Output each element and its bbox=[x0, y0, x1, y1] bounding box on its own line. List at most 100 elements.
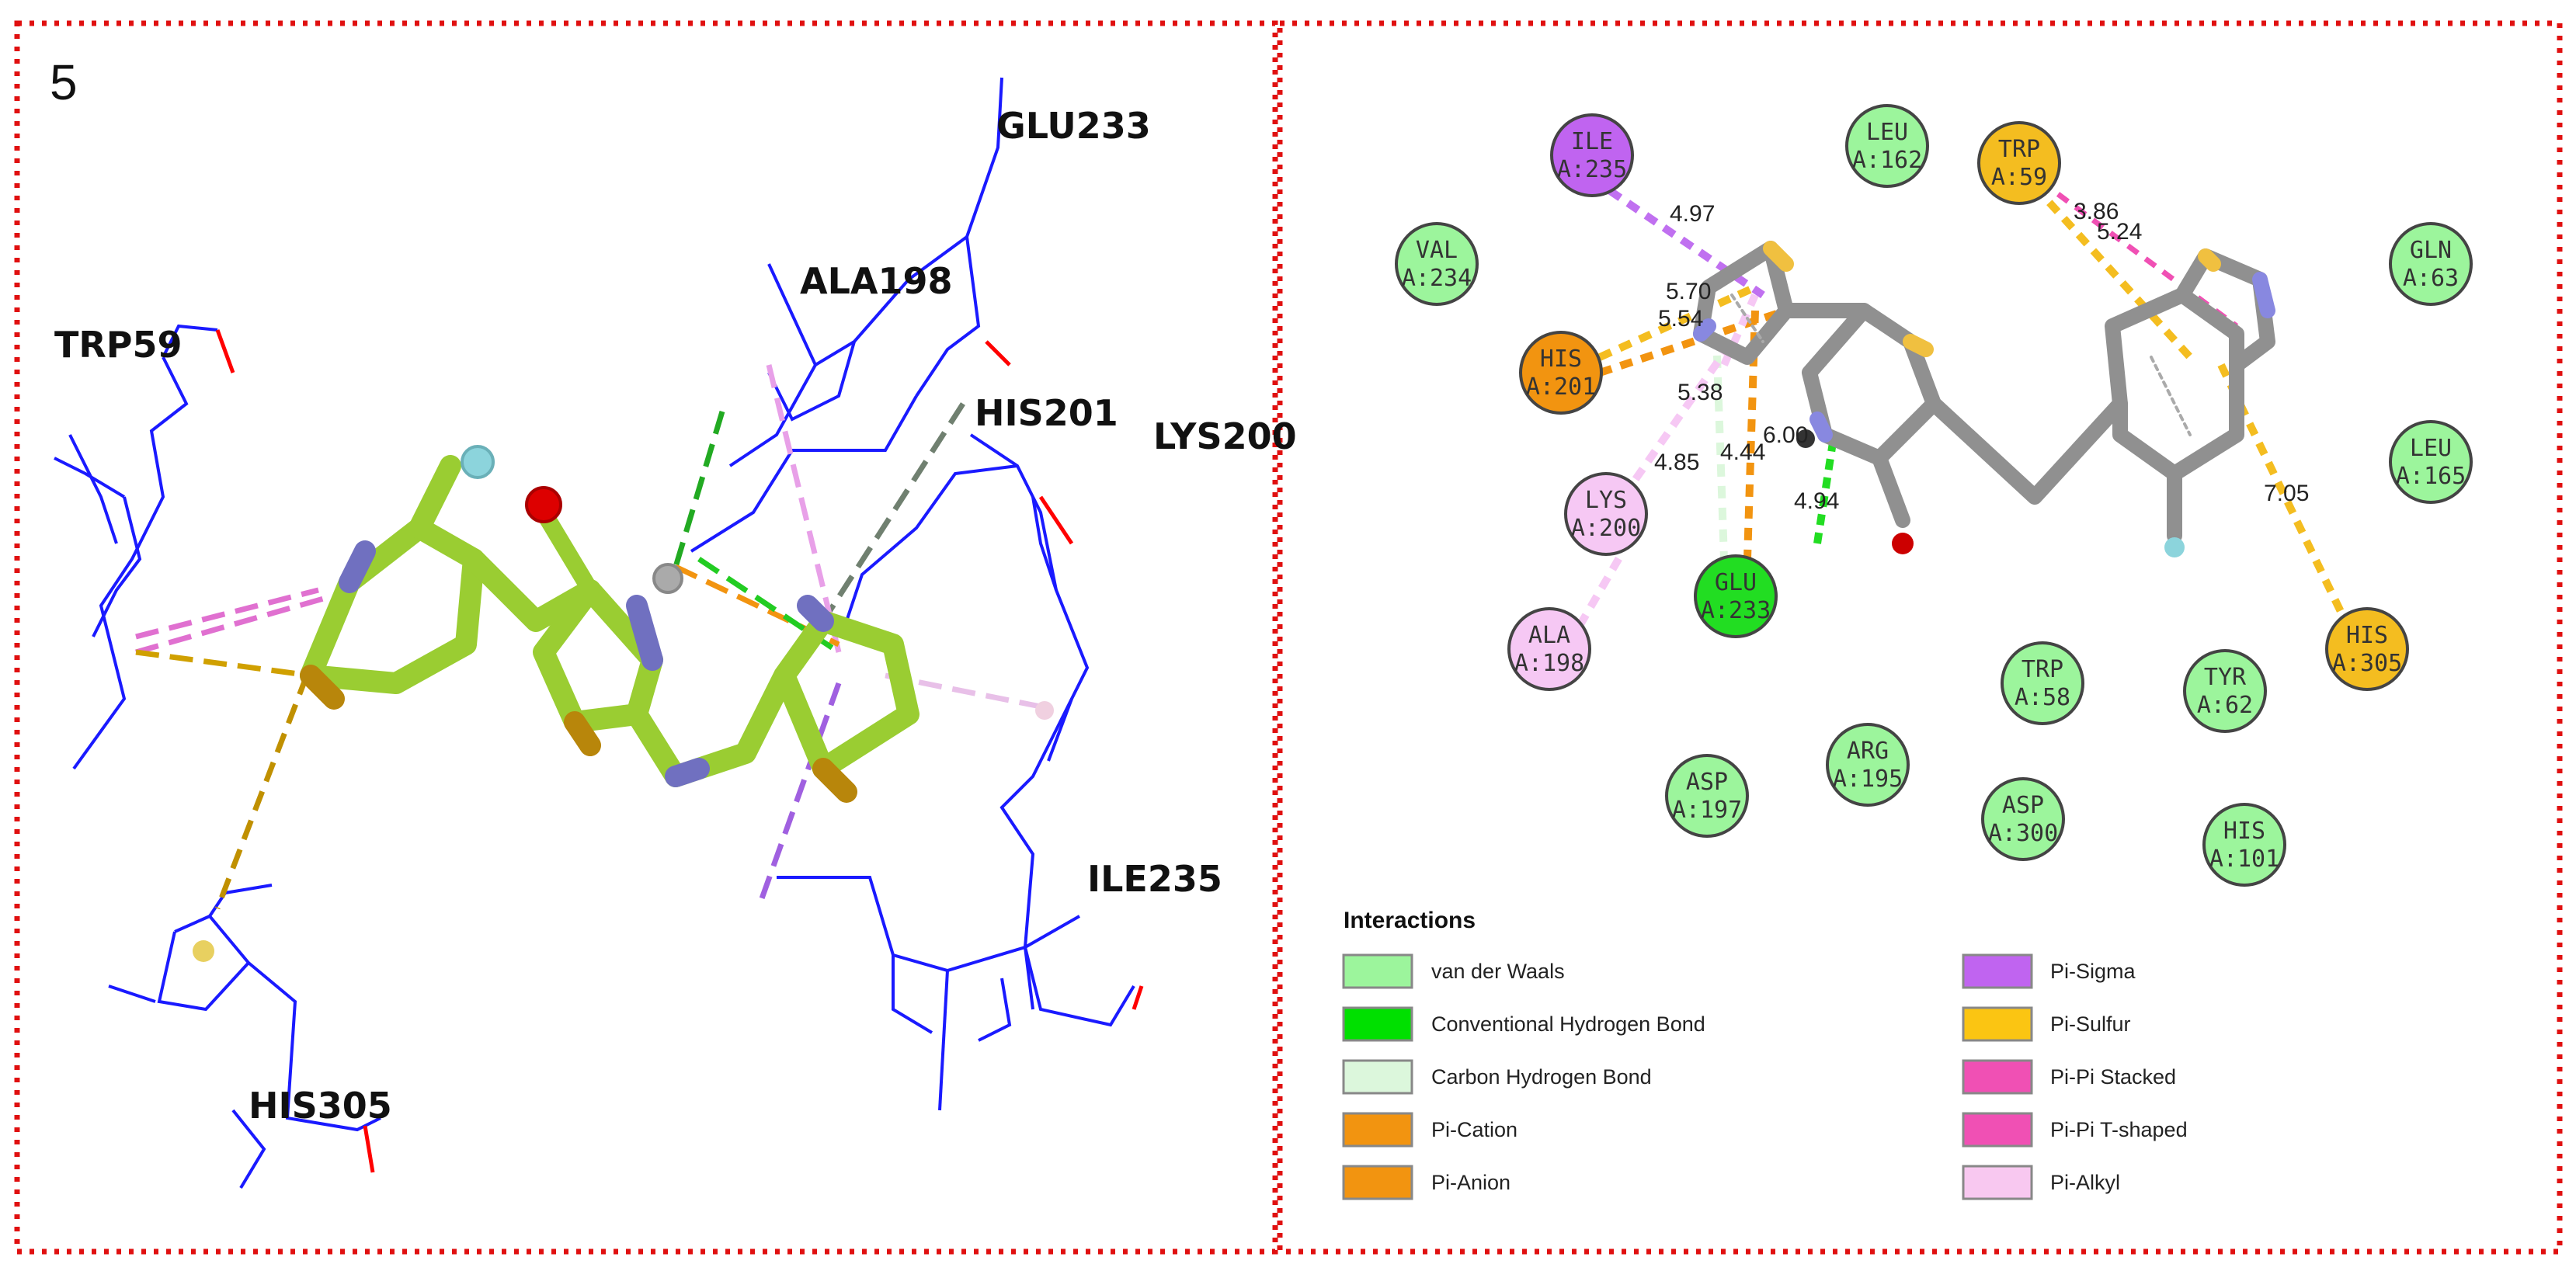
centroid-lys200 bbox=[1035, 701, 1054, 720]
svg-text:A:162: A:162 bbox=[1852, 147, 1922, 174]
legend-label: Pi-Cation bbox=[1431, 1118, 1517, 1141]
svg-text:HIS: HIS bbox=[2346, 622, 2388, 649]
label-his201-3d: HIS201 bbox=[975, 392, 1118, 434]
svg-text:HIS: HIS bbox=[1540, 346, 1582, 373]
svg-text:LEU: LEU bbox=[1866, 119, 1908, 146]
svg-text:A:59: A:59 bbox=[1991, 164, 2047, 191]
distance-label: 7.05 bbox=[2264, 481, 2309, 506]
legend-swatch-vdw bbox=[1342, 953, 1413, 989]
svg-text:A:58: A:58 bbox=[2015, 684, 2070, 711]
distance-label: 5.54 bbox=[1658, 306, 1703, 332]
svg-text:A:201: A:201 bbox=[1526, 373, 1596, 401]
svg-text:LYS: LYS bbox=[1585, 487, 1627, 514]
legend-swatch-pi-anion bbox=[1342, 1165, 1413, 1200]
svg-text:ARG: ARG bbox=[1847, 738, 1889, 765]
legend-swatch-pi-pi-stacked bbox=[1962, 1059, 2033, 1095]
label-his305-3d: HIS305 bbox=[249, 1085, 392, 1127]
label-glu233-3d: GLU233 bbox=[996, 105, 1151, 147]
svg-text:A:63: A:63 bbox=[2403, 265, 2459, 292]
distance-label: 5.38 bbox=[1677, 380, 1723, 405]
svg-text:VAL: VAL bbox=[1416, 237, 1458, 264]
legend-label: Pi-Pi Stacked bbox=[2050, 1065, 2176, 1089]
svg-text:A:101: A:101 bbox=[2209, 846, 2279, 873]
svg-text:A:62: A:62 bbox=[2197, 692, 2253, 719]
legend-label: Pi-Pi T-shaped bbox=[2050, 1118, 2188, 1141]
legend-swatch-pi-alkyl bbox=[1962, 1165, 2033, 1200]
legend-swatch-pi-pi-t-shaped bbox=[1962, 1112, 2033, 1148]
svg-text:GLN: GLN bbox=[2410, 237, 2452, 264]
legend-swatch-hbond bbox=[1342, 1006, 1413, 1042]
label-ala198-3d: ALA198 bbox=[800, 260, 953, 302]
svg-text:ASP: ASP bbox=[1686, 769, 1728, 796]
legend-swatch-pi-sulfur bbox=[1962, 1006, 2033, 1042]
left-interaction-lines bbox=[135, 364, 1041, 910]
legend-label: Carbon Hydrogen Bond bbox=[1431, 1065, 1652, 1089]
legend-swatch-carbon-hbond bbox=[1342, 1059, 1413, 1095]
svg-text:TYR: TYR bbox=[2204, 664, 2247, 691]
legend-label: Pi-Sigma bbox=[2050, 960, 2136, 983]
ligand-3d bbox=[300, 445, 920, 803]
label-trp59-3d: TRP59 bbox=[54, 324, 183, 366]
legend-swatch-pi-sigma bbox=[1962, 953, 2033, 989]
svg-text:HIS: HIS bbox=[2223, 818, 2265, 845]
svg-text:LEU: LEU bbox=[2410, 435, 2452, 462]
wire-oxygen-accents bbox=[215, 329, 1144, 1173]
label-lys200-3d: LYS200 bbox=[1153, 415, 1297, 457]
left-3d-view: 5 bbox=[50, 54, 1297, 1189]
distance-labels: 4.97 3.86 5.24 5.70 5.54 5.38 6.00 4.85 … bbox=[1654, 199, 2309, 514]
label-ile235-3d: ILE235 bbox=[1087, 858, 1222, 900]
distance-label: 4.85 bbox=[1654, 450, 1699, 475]
svg-text:A:300: A:300 bbox=[1988, 820, 2058, 847]
svg-text:ILE: ILE bbox=[1571, 128, 1613, 155]
svg-text:A:200: A:200 bbox=[1571, 515, 1641, 542]
legend-label: Pi-Anion bbox=[1431, 1171, 1510, 1194]
distance-label: 6.00 bbox=[1763, 422, 1808, 448]
protein-wireframe bbox=[54, 77, 1135, 1189]
svg-text:A:198: A:198 bbox=[1514, 650, 1584, 677]
legend-swatch-pi-cation bbox=[1342, 1112, 1413, 1148]
distance-label: 4.97 bbox=[1670, 201, 1715, 227]
legend-title: Interactions bbox=[1344, 908, 1476, 933]
panel-number: 5 bbox=[50, 54, 78, 110]
svg-text:GLU: GLU bbox=[1715, 569, 1757, 596]
svg-text:A:195: A:195 bbox=[1833, 766, 1903, 793]
distance-label: 5.70 bbox=[1666, 279, 1711, 304]
distance-label: 5.24 bbox=[2097, 219, 2142, 245]
interactions-legend: Interactions van der Waals Conventional … bbox=[1342, 908, 2188, 1200]
legend-label: Pi-Alkyl bbox=[2050, 1171, 2120, 1194]
svg-text:A:235: A:235 bbox=[1557, 156, 1627, 183]
svg-text:ALA: ALA bbox=[1528, 622, 1570, 649]
legend-label: Pi-Sulfur bbox=[2050, 1012, 2131, 1036]
legend-label: Conventional Hydrogen Bond bbox=[1431, 1012, 1705, 1036]
svg-text:A:165: A:165 bbox=[2396, 463, 2466, 490]
ligand-2d bbox=[1693, 241, 2275, 557]
svg-text:TRP: TRP bbox=[2022, 656, 2063, 683]
svg-text:TRP: TRP bbox=[1998, 136, 2040, 163]
distance-label: 3.86 bbox=[2074, 199, 2119, 224]
svg-text:A:305: A:305 bbox=[2332, 650, 2402, 677]
legend-label: van der Waals bbox=[1431, 960, 1565, 983]
svg-text:ASP: ASP bbox=[2002, 792, 2044, 819]
svg-text:A:197: A:197 bbox=[1672, 797, 1742, 824]
centroid-his305 bbox=[193, 940, 214, 962]
distance-label: 4.44 bbox=[1720, 439, 1765, 465]
